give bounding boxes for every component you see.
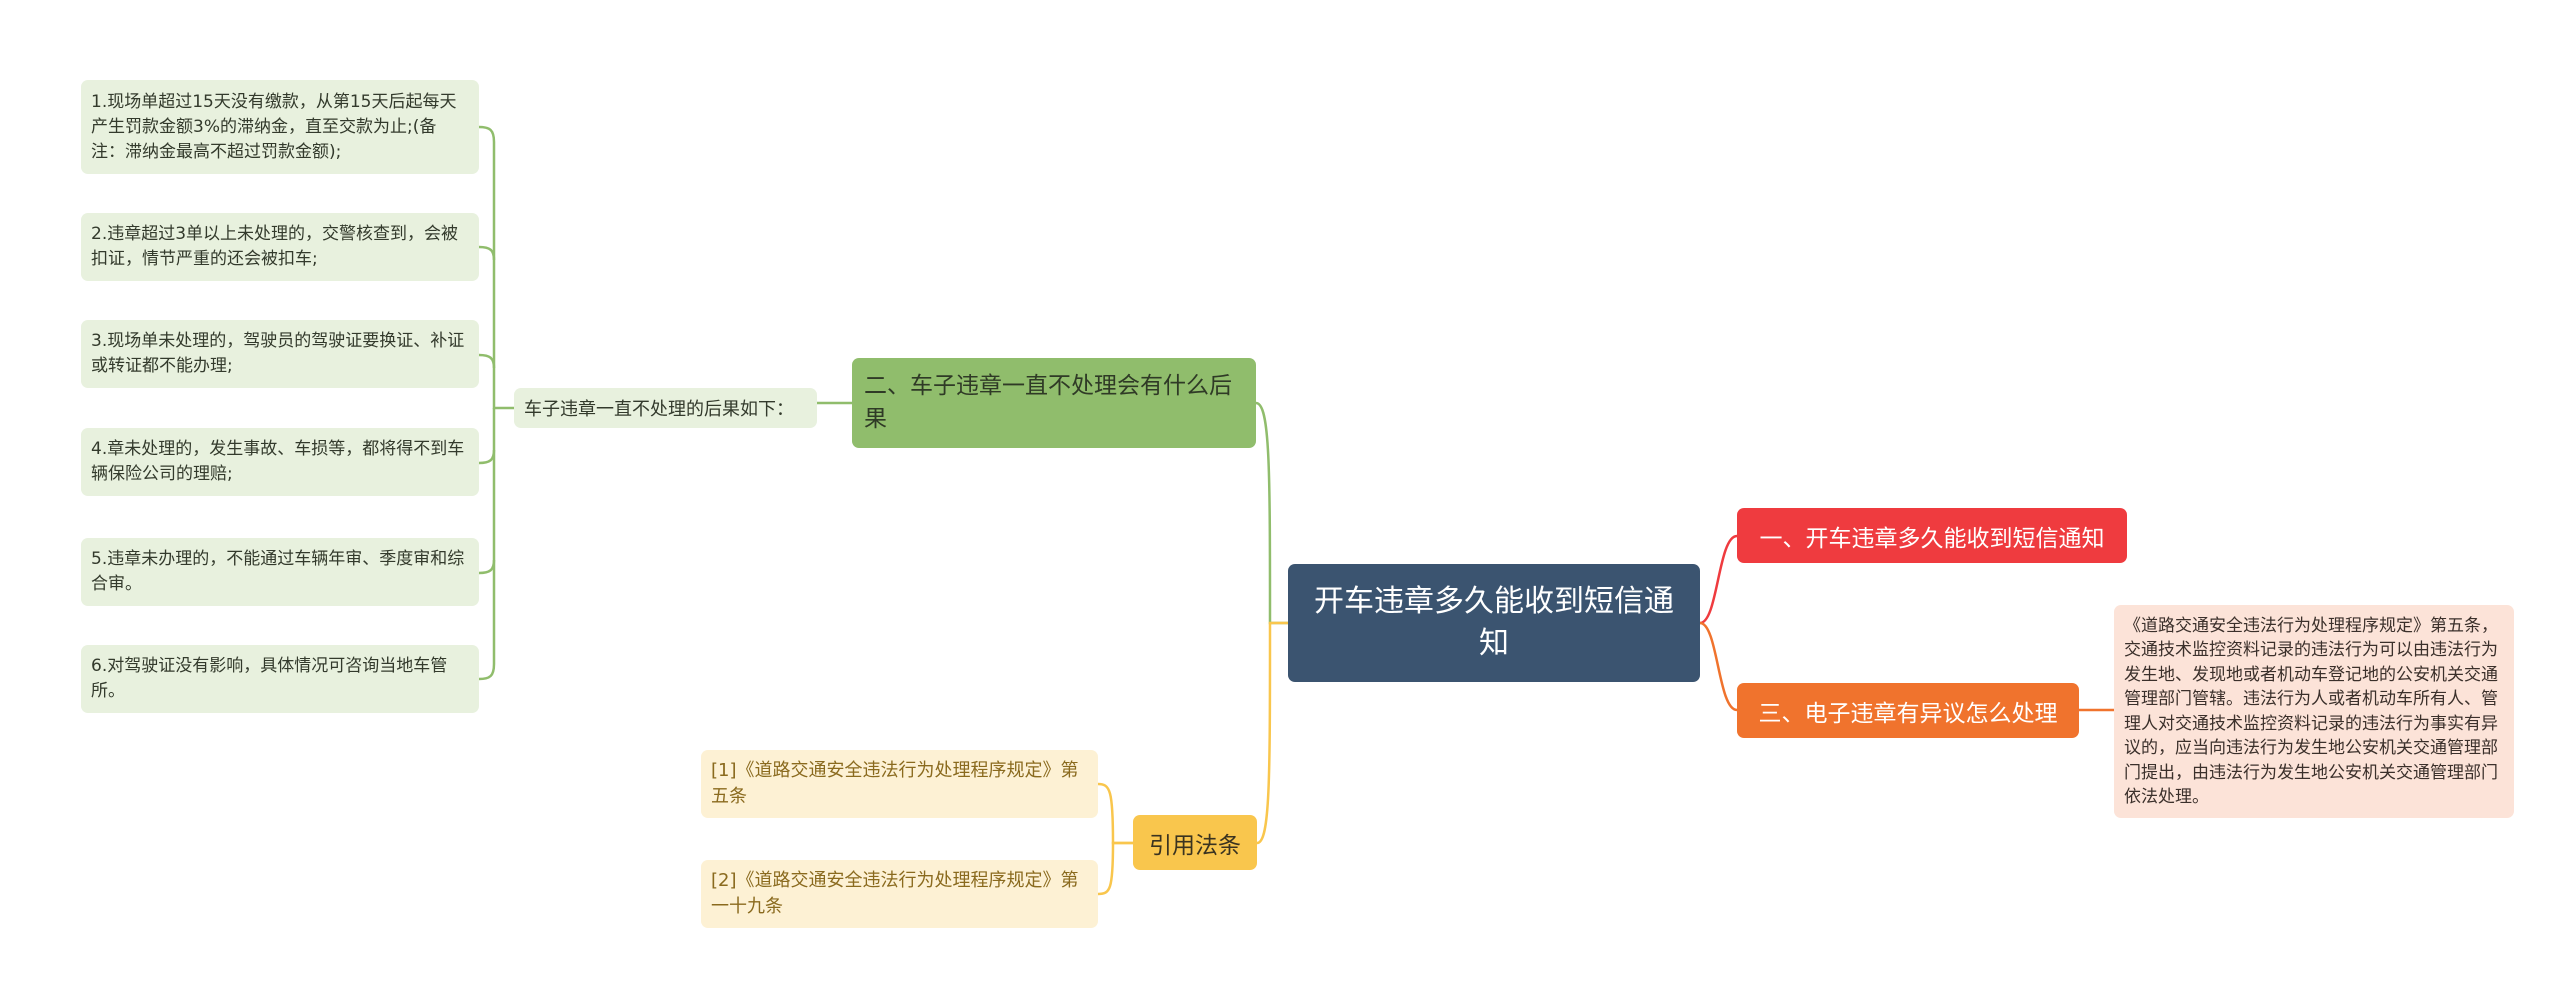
consequence-item-text: 2.违章超过3单以上未处理的，交警核查到，会被扣证，情节严重的还会被扣车; [91, 224, 459, 269]
link-root-branch3 [1699, 621, 1738, 712]
root-topic-label: 开车违章多久能收到短信通知 [1314, 584, 1674, 661]
citation-ref-2[interactable]: [2]《道路交通安全违法行为处理程序规定》第一十九条 [701, 860, 1098, 928]
consequence-item-1[interactable]: 1.现场单超过15天没有缴款，从第15天后起每天产生罚款金额3%的滞纳金，直至交… [81, 80, 479, 174]
root-topic[interactable]: 开车违章多久能收到短信通知 [1288, 564, 1700, 682]
link-intro-leaf-1 [478, 125, 514, 410]
consequence-item-2[interactable]: 2.违章超过3单以上未处理的，交警核查到，会被扣证，情节严重的还会被扣车; [81, 213, 479, 281]
branch-dispute-handling-label: 三、电子违章有异议怎么处理 [1758, 700, 2058, 727]
branch-unhandled-consequences-label: 二、车子违章一直不处理会有什么后果 [864, 373, 1232, 432]
link-root-branch2 [1255, 401, 1288, 625]
consequence-item-text: 5.违章未办理的，不能通过车辆年审、季度审和综合审。 [91, 549, 465, 594]
consequence-item-6[interactable]: 6.对驾驶证没有影响，具体情况可咨询当地车管所。 [81, 645, 479, 713]
branch-unhandled-consequences[interactable]: 二、车子违章一直不处理会有什么后果 [852, 358, 1256, 448]
link-intro-leaf-3 [478, 353, 496, 369]
consequence-item-3[interactable]: 3.现场单未处理的，驾驶员的驾驶证要换证、补证或转证都不能办理; [81, 320, 479, 388]
branch-sms-notification[interactable]: 一、开车违章多久能收到短信通知 [1737, 508, 2127, 563]
link-intro-leaf-2 [478, 245, 496, 261]
link-citations-ref-1 [1097, 782, 1133, 845]
dispute-detail-note[interactable]: 《道路交通安全违法行为处理程序规定》第五条，交通技术监控资料记录的违法行为可以由… [2114, 605, 2514, 818]
consequences-intro[interactable]: 车子违章一直不处理的后果如下： [514, 388, 817, 428]
citation-ref-text: [2]《道路交通安全违法行为处理程序规定》第一十九条 [711, 870, 1079, 917]
branch-citations-label: 引用法条 [1149, 832, 1241, 859]
link-root-branch1 [1699, 534, 1738, 625]
link-intro-leaf-5 [478, 559, 496, 575]
consequence-item-text: 4.章未处理的，发生事故、车损等，都将得不到车辆保险公司的理赔; [91, 439, 465, 484]
branch-sms-notification-label: 一、开车违章多久能收到短信通知 [1759, 525, 2105, 552]
consequence-item-4[interactable]: 4.章未处理的，发生事故、车损等，都将得不到车辆保险公司的理赔; [81, 428, 479, 496]
consequence-item-text: 3.现场单未处理的，驾驶员的驾驶证要换证、补证或转证都不能办理; [91, 331, 465, 376]
link-root-citations [1256, 621, 1288, 845]
dispute-detail-text: 《道路交通安全违法行为处理程序规定》第五条，交通技术监控资料记录的违法行为可以由… [2124, 615, 2498, 808]
branch-citations[interactable]: 引用法条 [1133, 815, 1257, 870]
link-intro-leaf-4 [478, 449, 496, 465]
branch-dispute-handling[interactable]: 三、电子违章有异议怎么处理 [1737, 683, 2079, 738]
consequence-item-text: 6.对驾驶证没有影响，具体情况可咨询当地车管所。 [91, 656, 448, 701]
consequences-intro-label: 车子违章一直不处理的后果如下： [524, 399, 794, 420]
link-citations-ref-2 [1097, 841, 1133, 896]
citation-ref-text: [1]《道路交通安全违法行为处理程序规定》第五条 [711, 760, 1079, 807]
consequence-item-text: 1.现场单超过15天没有缴款，从第15天后起每天产生罚款金额3%的滞纳金，直至交… [91, 91, 457, 162]
link-intro-leaf-6 [478, 408, 496, 681]
consequence-item-5[interactable]: 5.违章未办理的，不能通过车辆年审、季度审和综合审。 [81, 538, 479, 606]
citation-ref-1[interactable]: [1]《道路交通安全违法行为处理程序规定》第五条 [701, 750, 1098, 818]
